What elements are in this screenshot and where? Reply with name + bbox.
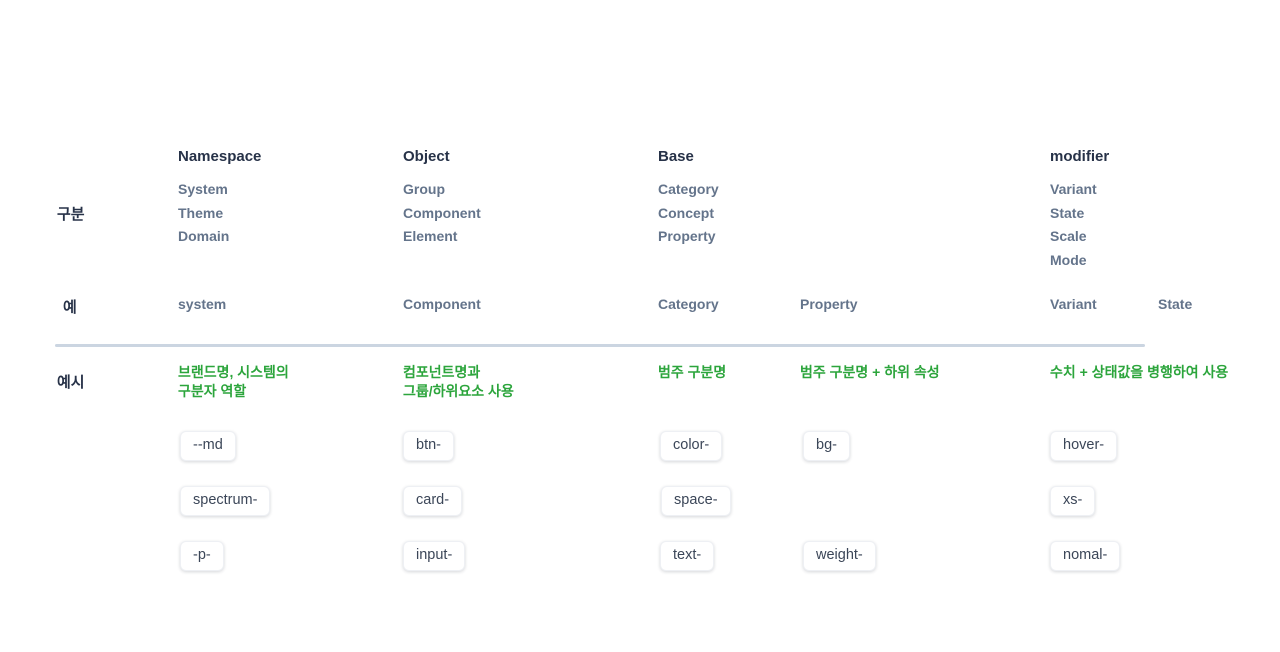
column-header-modifier: modifier [1050, 148, 1110, 165]
desc-namespace-line2: 구분자 역할 [178, 383, 247, 399]
token-box-nomal: nomal- [1050, 541, 1121, 571]
token-box-spectrum: spectrum- [180, 486, 271, 516]
token-box-weight: weight- [803, 541, 876, 571]
example-object: Component [403, 296, 481, 312]
desc-object-line1: 컴포넌트명과 [403, 364, 481, 380]
example-namespace: system [178, 296, 227, 312]
column-header-base: Base [658, 148, 694, 165]
item-domain: Domain [178, 228, 230, 244]
token-box-card: card- [403, 486, 463, 516]
item-system: System [178, 181, 228, 197]
item-group: Group [403, 181, 445, 197]
item-component: Component [403, 204, 481, 221]
desc-object: 컴포넌트명과 그룹/하위요소 사용 [403, 363, 514, 401]
object-items: Group Component Element [403, 178, 481, 249]
token-box-p: -p- [180, 541, 224, 571]
example-state: State [1158, 296, 1193, 312]
modifier-items: Variant State Scale Mode [1050, 178, 1097, 272]
divider-line [55, 344, 1145, 347]
item-scale: Scale [1050, 228, 1087, 244]
row-label-structure: 구분 [57, 206, 85, 223]
column-header-namespace: Namespace [178, 148, 262, 165]
token-box-btn: btn- [403, 431, 454, 461]
desc-category: 범주 구분명 [658, 364, 727, 380]
column-header-object: Object [403, 148, 450, 165]
example-category: Category [658, 296, 719, 312]
namespace-items: System Theme Domain [178, 178, 229, 249]
item-concept: Concept [658, 204, 714, 221]
desc-property: 범주 구분명 + 하위 속성 [800, 364, 940, 380]
token-box-input: input- [403, 541, 466, 571]
token-box-text: text- [660, 541, 715, 571]
base-items: Category Concept Property [658, 178, 719, 249]
item-element: Element [403, 228, 458, 244]
example-property: Property [800, 296, 858, 312]
row-label-sample: 예시 [57, 374, 85, 391]
item-property: Property [658, 228, 716, 244]
row-label-example: 예 [63, 299, 77, 316]
item-state: State [1050, 204, 1085, 221]
token-box-hover: hover- [1050, 431, 1118, 461]
item-category: Category [658, 181, 719, 197]
token-box-bg: bg- [803, 431, 850, 461]
token-box-color: color- [660, 431, 723, 461]
desc-namespace-line1: 브랜드명, 시스템의 [178, 364, 289, 380]
desc-object-line2: 그룹/하위요소 사용 [403, 383, 514, 399]
token-box-space: space- [661, 486, 731, 516]
token-box-xs: xs- [1050, 486, 1096, 516]
item-theme: Theme [178, 204, 224, 221]
item-mode: Mode [1050, 251, 1087, 268]
item-variant: Variant [1050, 181, 1097, 197]
token-box-md: --md [180, 431, 236, 461]
desc-namespace: 브랜드명, 시스템의 구분자 역할 [178, 363, 289, 401]
desc-modifier: 수치 + 상태값을 병행하여 사용 [1050, 364, 1229, 380]
example-variant: Variant [1050, 296, 1097, 312]
